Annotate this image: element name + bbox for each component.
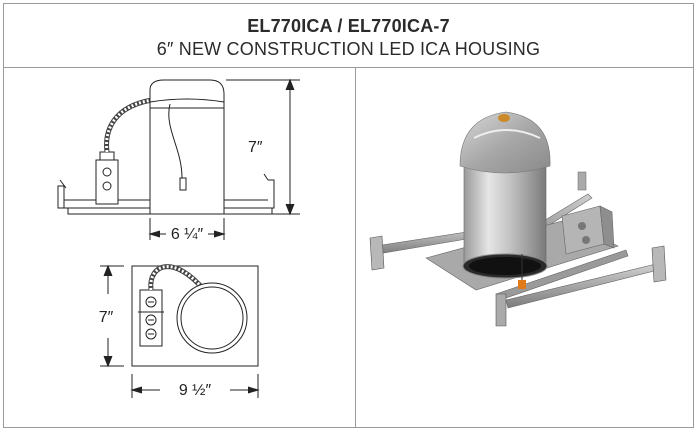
adjust-tab bbox=[577, 171, 587, 191]
side-height-label: 7″ bbox=[248, 139, 263, 156]
panel-divider bbox=[355, 68, 356, 427]
top-height-label: 7″ bbox=[99, 309, 114, 326]
product-photo bbox=[356, 68, 693, 427]
wire-connector bbox=[518, 280, 526, 289]
top-view-drawing bbox=[100, 264, 260, 398]
spec-sheet: EL770ICA / EL770ICA-7 6″ NEW CONSTRUCTIO… bbox=[3, 3, 694, 428]
top-width-label: 9 ½″ bbox=[179, 382, 212, 399]
housing-can bbox=[459, 111, 551, 279]
product-title: EL770ICA / EL770ICA-7 bbox=[247, 16, 450, 36]
junction-box bbox=[561, 205, 615, 255]
drawings-svg: 7″ 6 ¼″ bbox=[57, 78, 300, 399]
dimension-drawings: 7″ 6 ¼″ bbox=[4, 68, 355, 427]
side-view-drawing bbox=[57, 78, 300, 240]
housing-illustration bbox=[369, 111, 667, 327]
product-subtitle: 6″ NEW CONSTRUCTION LED ICA HOUSING bbox=[156, 39, 541, 59]
header: EL770ICA / EL770ICA-7 6″ NEW CONSTRUCTIO… bbox=[4, 4, 693, 68]
side-width-label: 6 ¼″ bbox=[171, 226, 204, 243]
